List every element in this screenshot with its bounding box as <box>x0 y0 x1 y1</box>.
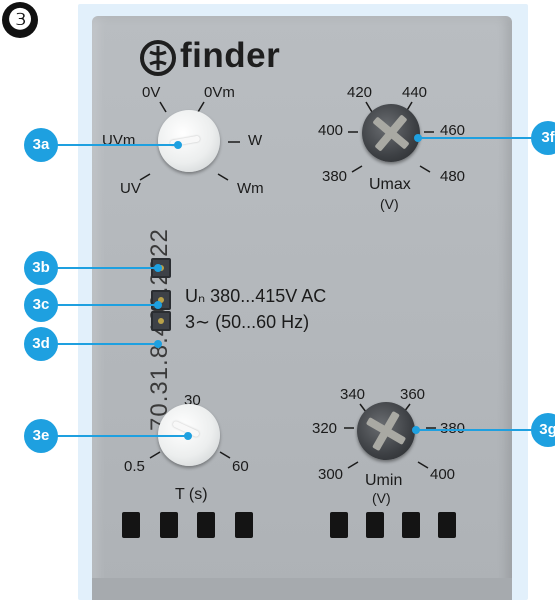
panel-base <box>92 578 512 600</box>
umin-screw-slot-cross <box>372 410 400 452</box>
terminal-6 <box>366 512 384 538</box>
mode-label-uv: UV <box>120 180 141 197</box>
terminal-4 <box>235 512 253 538</box>
callout-3f: 3f <box>531 121 555 155</box>
umin-label-360: 360 <box>400 386 426 403</box>
umin-label-320: 320 <box>312 420 338 437</box>
mode-label-0vm: 0Vm <box>204 84 235 101</box>
finder-logo-icon <box>140 40 176 76</box>
terminal-2 <box>160 512 178 538</box>
terminal-5 <box>330 512 348 538</box>
umax-unit: (V) <box>380 196 399 212</box>
step-marker: ❸ <box>2 2 38 38</box>
brand-name: finder <box>180 36 281 75</box>
callout-3d: 3d <box>24 327 58 361</box>
callout-3e: 3e <box>24 419 58 453</box>
terminal-3 <box>197 512 215 538</box>
callout-3g: 3g <box>531 413 555 447</box>
umax-label-400: 400 <box>318 122 344 139</box>
mode-selector-knob[interactable] <box>158 110 220 172</box>
umax-label-380: 380 <box>322 168 348 185</box>
voltage-rating: Uₙ 380...415V AC <box>185 286 327 306</box>
umax-label-440: 440 <box>402 84 428 101</box>
mode-label-wm: Wm <box>237 180 264 197</box>
terminal-8 <box>438 512 456 538</box>
umax-caption: Umax <box>369 176 411 193</box>
umin-label-340: 340 <box>340 386 366 403</box>
time-knob-pointer <box>172 420 200 438</box>
time-label-0-5: 0.5 <box>124 458 145 475</box>
terminal-7 <box>402 512 420 538</box>
umin-label-300: 300 <box>318 466 344 483</box>
mode-knob-pointer <box>169 135 201 147</box>
umin-adjust-screw[interactable] <box>357 402 415 460</box>
umax-adjust-screw[interactable] <box>362 104 420 162</box>
umin-label-380: 380 <box>440 420 466 437</box>
time-label-60: 60 <box>232 458 249 475</box>
callout-3a: 3a <box>24 128 58 162</box>
umin-label-400: 400 <box>430 466 456 483</box>
callout-3c: 3c <box>24 288 58 322</box>
mode-label-w: W <box>248 132 263 149</box>
terminal-1 <box>122 512 140 538</box>
frequency-rating: 3∼ (50...60 Hz) <box>185 312 310 332</box>
time-caption: T (s) <box>175 486 208 503</box>
umin-caption: Umin <box>365 472 403 489</box>
umax-label-480: 480 <box>440 168 466 185</box>
led-3c <box>151 290 171 310</box>
umax-label-420: 420 <box>347 84 373 101</box>
led-3d <box>151 311 171 331</box>
umin-unit: (V) <box>372 490 391 506</box>
umax-label-460: 460 <box>440 122 466 139</box>
callout-3b: 3b <box>24 251 58 285</box>
mode-label-0v: 0V <box>142 84 161 101</box>
led-3b <box>151 258 171 278</box>
mode-label-uvm: UVm <box>102 132 136 149</box>
time-delay-knob[interactable] <box>158 404 220 466</box>
